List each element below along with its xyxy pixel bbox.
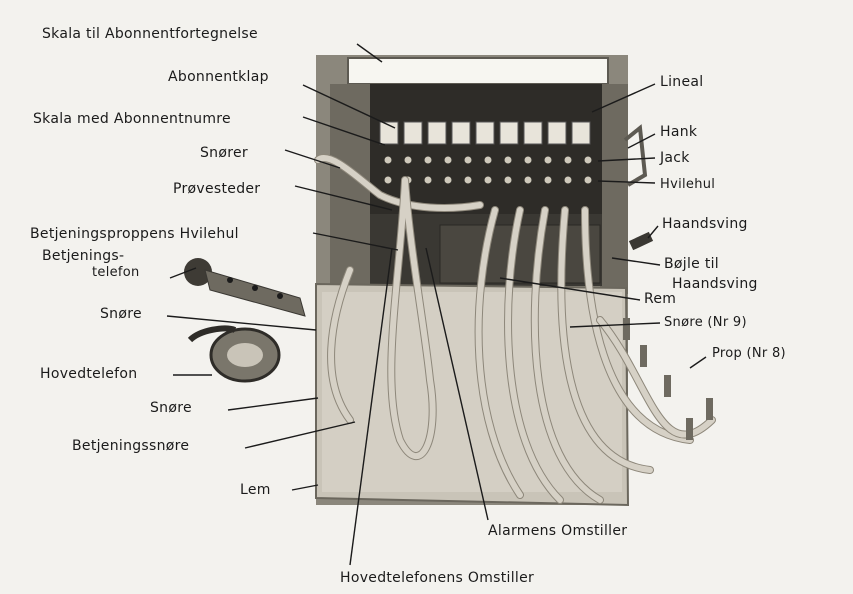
rest-hole [565, 177, 572, 184]
rest-hole [445, 177, 452, 184]
label-snore-1: Snøre [100, 306, 142, 322]
label-lem: Lem [240, 482, 271, 498]
label-betjeningsproppens-hvilehul: Betjeningsproppens Hvilehul [30, 226, 239, 242]
label-haandsving: Haandsving [662, 216, 748, 232]
head-telephone [190, 328, 279, 381]
rest-hole [545, 177, 552, 184]
subscriber-drop [428, 122, 446, 144]
jack [525, 157, 532, 164]
strap-plate [440, 225, 600, 283]
subscriber-drop [572, 122, 590, 144]
rest-hole [585, 177, 592, 184]
rest-hole [525, 177, 532, 184]
label-provesteder: Prøvesteder [173, 181, 260, 197]
label-hvilehul: Hvilehul [660, 177, 715, 192]
subscriber-drop [524, 122, 542, 144]
jack [545, 157, 552, 164]
label-bojle-line2: Haandsving [672, 276, 758, 292]
label-bojle-line1: Bøjle til [664, 256, 719, 272]
label-jack: Jack [659, 150, 690, 166]
jack [485, 157, 492, 164]
cabinet-right-side [600, 84, 628, 294]
label-rem: Rem [644, 291, 676, 307]
label-snorer: Snører [200, 145, 248, 161]
plug [664, 375, 671, 397]
jack [445, 157, 452, 164]
plug [686, 418, 693, 440]
plug [706, 398, 713, 420]
plug [640, 345, 647, 367]
label-prop-nr8: Prop (Nr 8) [712, 346, 786, 361]
label-betjeningstelefon-line2: telefon [92, 265, 140, 280]
jack [425, 157, 432, 164]
label-betjeningssnore: Betjeningssnøre [72, 438, 189, 454]
rest-hole [485, 177, 492, 184]
jack [465, 157, 472, 164]
rest-hole [425, 177, 432, 184]
label-skala-abonnentfortegnelse: Skala til Abonnentfortegnelse [42, 26, 258, 42]
label-hovedtelefonens-omstiller: Hovedtelefonens Omstiller [340, 570, 534, 586]
subscriber-list-scale [348, 58, 608, 84]
label-betjeningstelefon-line1: Betjenings- [42, 248, 124, 264]
subscriber-drop [452, 122, 470, 144]
jack [385, 157, 392, 164]
jack [405, 157, 412, 164]
subscriber-drop [500, 122, 518, 144]
rest-hole [465, 177, 472, 184]
subscriber-drop [404, 122, 422, 144]
label-snore-2: Snøre [150, 400, 192, 416]
label-skala-abonnentnumre: Skala med Abonnentnumre [33, 111, 231, 127]
label-hovedtelefon: Hovedtelefon [40, 366, 137, 382]
label-lineal: Lineal [660, 74, 703, 90]
label-alarmens-omstiller: Alarmens Omstiller [488, 523, 627, 539]
label-snore-nr9: Snøre (Nr 9) [664, 315, 747, 330]
label-abonnentklap: Abonnentklap [168, 69, 269, 85]
subscriber-drops [380, 122, 590, 144]
plug [623, 318, 630, 340]
label-hank: Hank [660, 124, 698, 140]
telephone-handle [205, 270, 305, 316]
headset-ear [227, 343, 263, 367]
operator-telephone [184, 258, 305, 316]
subscriber-drop [476, 122, 494, 144]
rest-hole [505, 177, 512, 184]
rest-hole [385, 177, 392, 184]
jack [505, 157, 512, 164]
crank [629, 232, 653, 250]
jack [585, 157, 592, 164]
jack [565, 157, 572, 164]
subscriber-drop [548, 122, 566, 144]
